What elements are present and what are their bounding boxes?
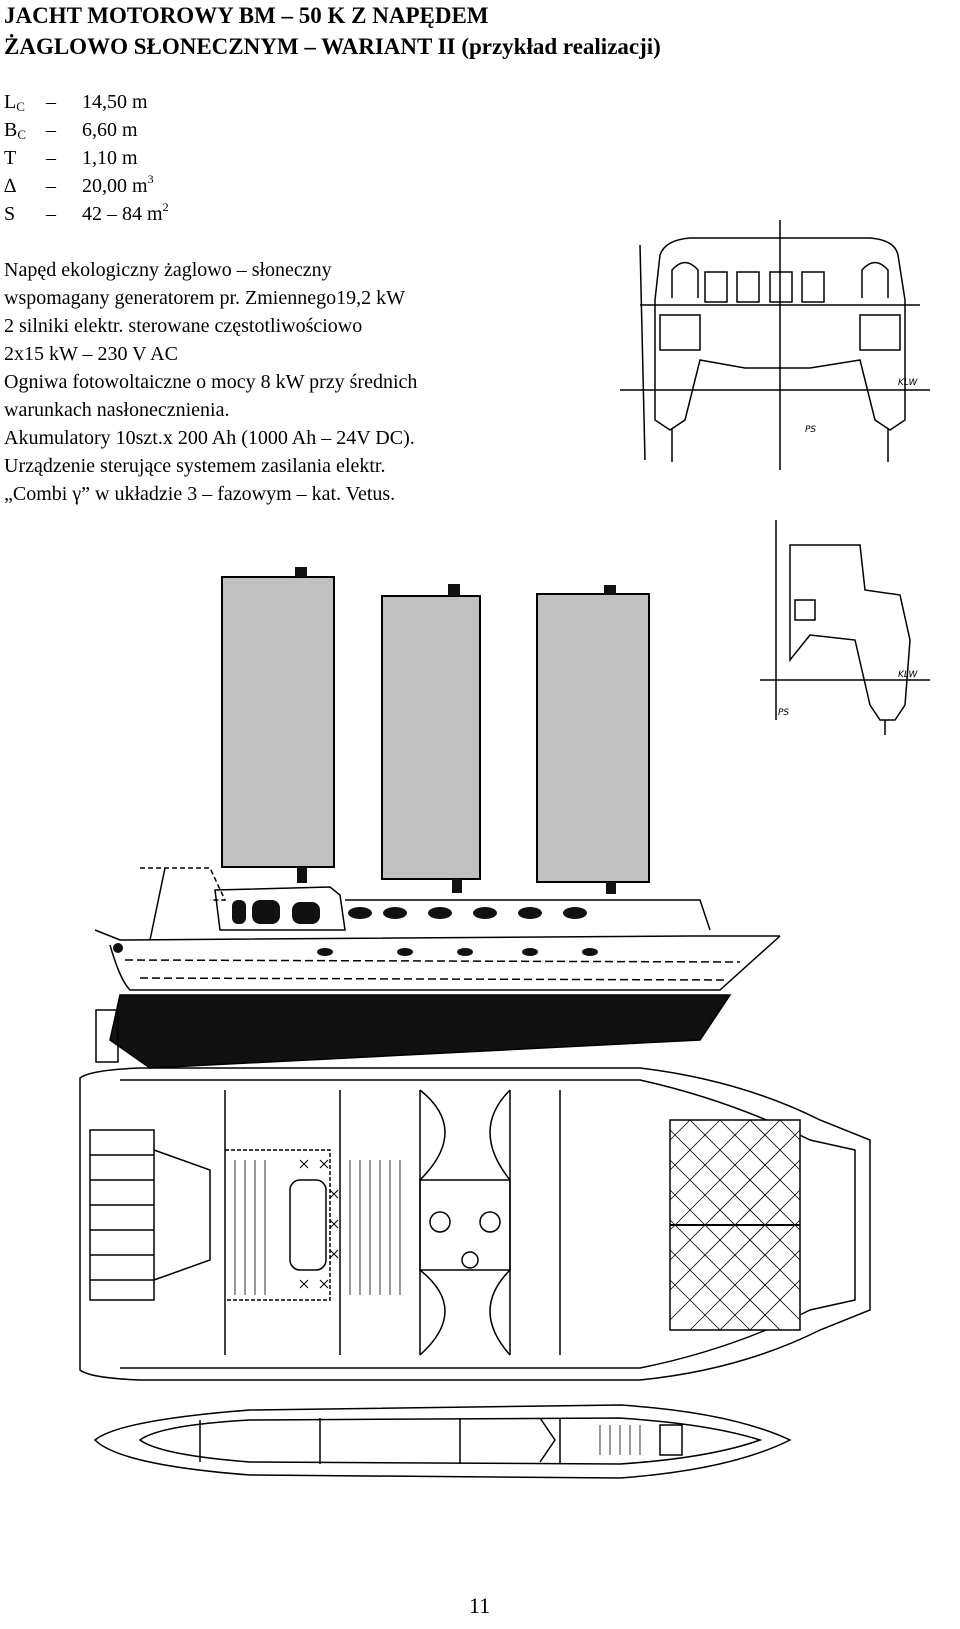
stern-section-drawing [760, 520, 930, 735]
hull-plan [93, 1404, 792, 1479]
sails [221, 567, 650, 894]
page-number: 11 [469, 1593, 491, 1618]
spec-value: 42 – 84 m2 [82, 200, 169, 225]
mast-head [448, 584, 460, 596]
spec-value: 20,00 m3 [82, 172, 154, 197]
description-line: warunkach nasłonecznienia. [4, 399, 230, 421]
spec-value: 6,60 m [82, 119, 138, 141]
description-line: Ogniwa fotowoltaiczne o mocy 8 kW przy ś… [4, 371, 418, 393]
ps-label-2: PS [778, 708, 789, 718]
spec-value: 14,50 m [82, 91, 148, 113]
spec-symbol: LC [4, 91, 25, 114]
klw-label-2: KLW [898, 670, 919, 680]
sail-main [381, 595, 481, 880]
spec-dash: – [46, 91, 56, 113]
spec-dash: – [46, 203, 56, 225]
spec-symbol: BC [4, 119, 27, 142]
spec-symbol: ∆ [4, 175, 17, 197]
description-line: Akumulatory 10szt.x 200 Ah (1000 Ah – 24… [4, 427, 415, 449]
spec-dash: – [46, 119, 56, 141]
mast-base [452, 879, 462, 893]
mast-head [604, 585, 616, 595]
document-title: JACHT MOTOROWY BM – 50 K Z NAPĘDEM ŻAGLO… [4, 0, 661, 62]
mast-base [297, 867, 307, 883]
side-elevation [94, 867, 781, 1069]
sail-fore [221, 576, 335, 868]
mast-head [295, 567, 307, 577]
sail-mizzen [536, 593, 650, 883]
spec-dash: – [46, 175, 56, 197]
propulsion-description: Napęd ekologiczny żaglowo – słoneczny ws… [4, 256, 604, 508]
description-line: Urządzenie sterujące systemem zasilania … [4, 455, 386, 477]
description-line: 2 silniki elektr. sterowane częstotliwoś… [4, 315, 363, 337]
spec-symbol: S [4, 203, 16, 225]
front-view-drawing [620, 220, 930, 470]
ps-label: PS [805, 425, 816, 435]
title-line-2: ŻAGLOWO SŁONECZNYM – WARIANT II (przykła… [4, 34, 661, 59]
description-line: Napęd ekologiczny żaglowo – słoneczny [4, 259, 332, 281]
deck-plan [79, 1067, 871, 1381]
description-line: 2x15 kW – 230 V AC [4, 343, 178, 365]
spec-value: 1,10 m [82, 147, 138, 169]
description-line: wspomagany generatorem pr. Zmiennego19,2… [4, 287, 405, 309]
klw-label: KLW [898, 378, 919, 388]
title-line-1: JACHT MOTOROWY BM – 50 K Z NAPĘDEM [4, 3, 489, 28]
description-line: „Combi γ” w układzie 3 – fazowym – kat. … [4, 483, 396, 505]
spec-symbol: T [4, 147, 17, 169]
mast-base [606, 882, 616, 894]
spec-dash: – [46, 147, 56, 169]
